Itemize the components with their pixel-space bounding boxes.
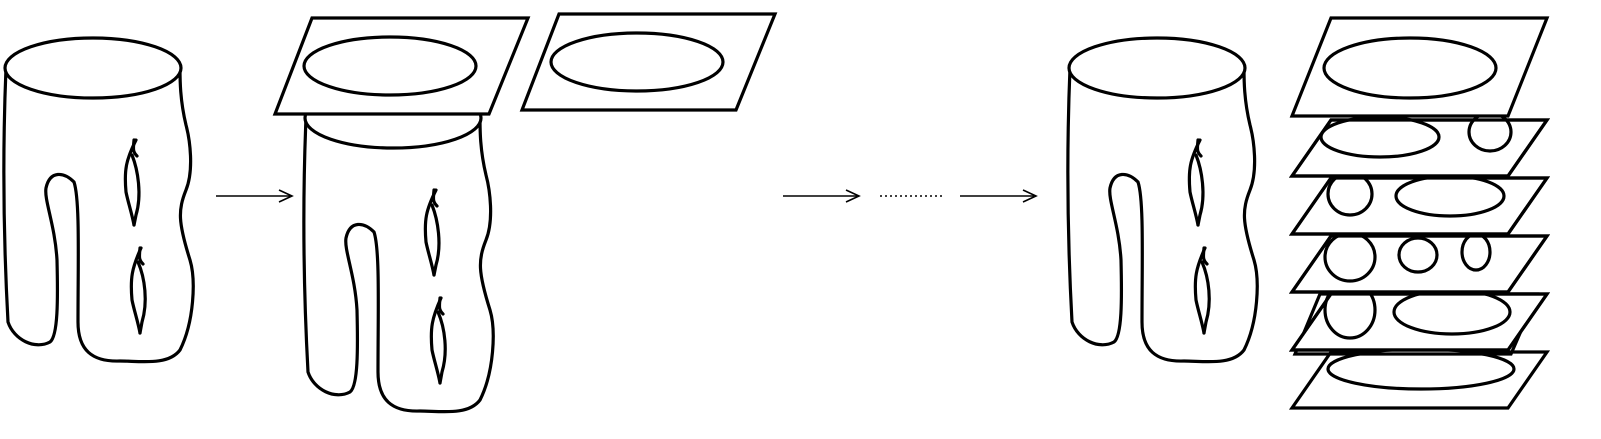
surface-panel-2 xyxy=(302,86,495,414)
plate-attached xyxy=(273,16,530,116)
stack-plate-2 xyxy=(1288,111,1551,178)
surface-panel-1 xyxy=(2,36,195,364)
plate-detached xyxy=(520,12,777,112)
arrow-2 xyxy=(783,189,861,203)
stack-plate-1 xyxy=(1289,16,1550,118)
plate-stack xyxy=(1288,16,1551,410)
arrow-3 xyxy=(960,189,1038,203)
stack-plate-4 xyxy=(1288,231,1551,294)
surface-panel-3 xyxy=(1066,36,1259,364)
arrow-1 xyxy=(216,189,294,203)
stack-plate-5 xyxy=(1288,280,1551,352)
stack-plate-3 xyxy=(1288,171,1551,236)
